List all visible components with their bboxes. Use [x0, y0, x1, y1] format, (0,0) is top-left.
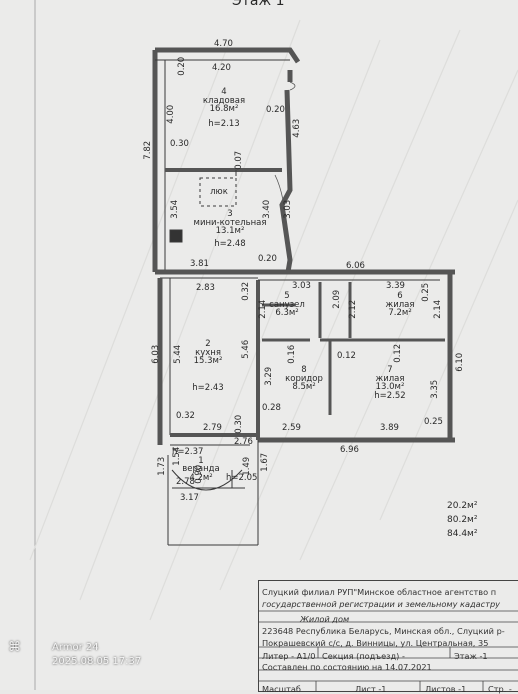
dim-259: 2.59 [282, 424, 301, 433]
room-bathroom: 5 санузел 6.3м² [262, 292, 312, 318]
dim-030: 0.30 [170, 140, 189, 149]
stamp-address-line2: Покрашевский с/с, д. Винницы, ул. Центра… [262, 638, 488, 648]
stamp-section: Секция (подъезд) - [322, 651, 405, 661]
dim-276: 2.76 [234, 438, 253, 447]
watermark-timestamp: 2025.08.05 17:37 [52, 656, 141, 667]
stamp-floor: Этаж -1 [454, 651, 488, 661]
dim-610: 6.10 [456, 353, 465, 372]
stamp-sheet: Лист -1 [355, 684, 387, 694]
dim-339: 3.39 [386, 282, 405, 291]
dim-303a: 3.03 [284, 200, 293, 219]
dim-032b: 0.32 [176, 412, 195, 421]
room-height: h=2.48 [190, 240, 270, 249]
dim-279: 2.79 [203, 424, 222, 433]
floor-title: Этаж 1 [232, 0, 284, 8]
dim-544: 5.44 [174, 345, 183, 364]
room-area: 8.5м² [278, 383, 330, 392]
room-veranda: h=2.37 1 веранда 4.2м² [172, 448, 230, 482]
room-area: 15.3м² [188, 357, 228, 366]
stamp-sheets: Листов -1 [425, 684, 466, 694]
dim-303b: 3.03 [292, 282, 311, 291]
room-height: h=2.43 [188, 384, 228, 393]
room-living-7: 7 жилая 13.0м² h=2.52 [368, 366, 412, 400]
total-3: 84.4м² [447, 530, 477, 539]
room-area: 6.3м² [262, 309, 312, 318]
stamp-org-line1: Слуцкий филиал РУП"Минское областное аге… [262, 587, 496, 597]
room-living-6: 6 жилая 7.2м² [380, 292, 420, 318]
dim-012b: 0.12 [394, 344, 403, 363]
dim-389: 3.89 [380, 424, 399, 433]
stamp-scale: Масштаб [262, 684, 301, 694]
watermark-device: Armor 24 [52, 642, 99, 653]
room-storage: 4 кладовая 16.8м² h=2.13 [200, 88, 248, 128]
dim-546: 5.46 [242, 340, 251, 359]
dim-283: 2.83 [196, 284, 215, 293]
room-kitchen: 2 кухня 15.3м² h=2.43 [188, 340, 228, 392]
room-area: 16.8м² [200, 105, 248, 114]
dim-214b: 2.14 [434, 300, 443, 319]
dim-381: 3.81 [190, 260, 209, 269]
dim-354: 3.54 [171, 200, 180, 219]
dim-020b: 0.20 [266, 106, 285, 115]
room-height: h=2.13 [200, 120, 248, 129]
stamp-address-line1: 223648 Республика Беларусь, Минская обл.… [262, 626, 505, 636]
dim-167: 1.67 [261, 453, 270, 472]
dim-463: 4.63 [293, 119, 302, 138]
dim-028: 0.28 [262, 404, 281, 413]
room-height: h=2.52 [368, 392, 412, 401]
dim-left-outer: 7.82 [144, 141, 153, 160]
room-area: 4.2м² [172, 474, 230, 483]
veranda-height2: h=2.05 [226, 474, 257, 483]
dim-317: 3.17 [180, 494, 199, 503]
dim-400: 4.00 [167, 105, 176, 124]
dim-016: 0.16 [288, 345, 297, 364]
dim-top-inner: 4.20 [212, 64, 231, 73]
stamp-object: Жилой дом [300, 614, 349, 624]
dim-007: 0.07 [235, 151, 244, 170]
watermark-logo-icon: ⌘ [8, 640, 21, 655]
total-1: 20.2м² [447, 502, 477, 511]
dim-173: 1.73 [158, 457, 167, 476]
dim-696: 6.96 [340, 446, 359, 455]
stamp-org-line2: государственной регистрации и земельному… [262, 599, 500, 609]
dim-603: 6.03 [152, 345, 161, 364]
dim-025b: 0.25 [424, 418, 443, 427]
dim-020c: 0.20 [258, 255, 277, 264]
stamp-litera: Литер - А1/0 [262, 651, 315, 661]
dim-030b: 0.30 [235, 415, 244, 434]
total-2: 80.2м² [447, 516, 477, 525]
hatch-label: люк [208, 188, 230, 197]
dim-329: 3.29 [265, 367, 274, 386]
dim-212: 2.12 [349, 300, 358, 319]
room-area: 13.1м² [190, 227, 270, 236]
dim-020a: 0.20 [178, 57, 187, 76]
dim-012a: 0.12 [337, 352, 356, 361]
dim-335: 3.35 [431, 380, 440, 399]
dim-209: 2.09 [333, 290, 342, 309]
dim-top: 4.70 [214, 40, 233, 49]
dim-032: 0.32 [242, 282, 251, 301]
stamp-page: Стр. - [488, 684, 512, 694]
room-area: 7.2м² [380, 309, 420, 318]
room-boiler: 3 мини-котельная 13.1м² h=2.48 [190, 210, 270, 248]
stamp-date: Составлен по состоянию на 14.07.2021 [262, 662, 432, 672]
room-corridor: 8 коридор 8.5м² [278, 366, 330, 392]
dim-025a: 0.25 [422, 283, 431, 302]
dim-606: 6.06 [346, 262, 365, 271]
